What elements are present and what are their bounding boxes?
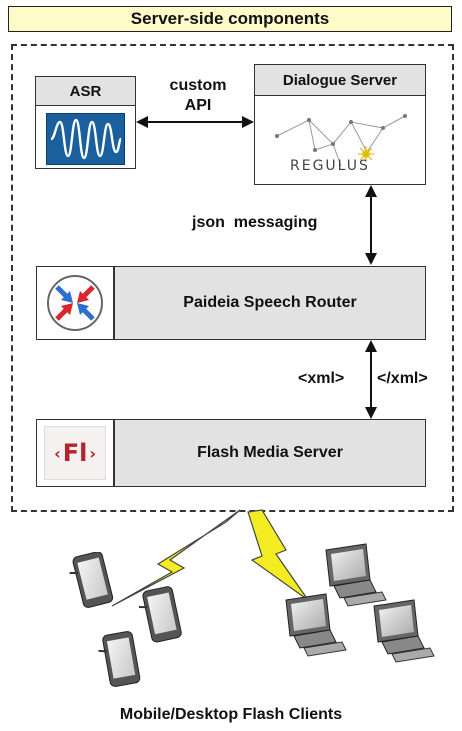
star-icon [358, 146, 374, 162]
xml-close-label: </xml> [377, 370, 428, 387]
tablet-icon-2 [139, 586, 182, 643]
paideia-speech-router: Paideia Speech Router [114, 266, 426, 340]
regulus-logo-text: REGULUS [290, 158, 370, 174]
flash-logo-icon: ‹ Fl › [44, 426, 106, 480]
desktop-computers [285, 543, 435, 663]
constellation-icon [275, 114, 407, 167]
api-label-line2: API [184, 97, 212, 114]
desktop-icon-2 [285, 593, 347, 657]
clients-caption: Mobile/Desktop Flash Clients [119, 706, 343, 723]
flash-logo-text: Fl [62, 439, 88, 467]
flash-logo-left-chevron: ‹ [54, 443, 61, 463]
flash-label: Flash Media Server [197, 444, 343, 461]
desktop-icon-3 [373, 599, 435, 663]
server-boundary [11, 44, 454, 512]
router-arrows [55, 285, 95, 321]
tablet-icon-3 [98, 631, 141, 687]
lightning-left-icon [111, 509, 241, 607]
router-label: Paideia Speech Router [183, 294, 357, 311]
asr-dialogue-arrow [136, 116, 254, 128]
mobile-devices [69, 552, 182, 687]
asr-component: ASR [35, 76, 136, 169]
desktop-icon-1 [325, 543, 387, 607]
asr-header: ASR [36, 77, 135, 106]
title-text: Server-side components [130, 9, 330, 28]
dialogue-router-arrow [365, 185, 377, 265]
api-label: custom API [148, 76, 248, 116]
asr-label: ASR [69, 82, 102, 100]
waveform-icon [46, 113, 125, 165]
flash-icon-box: ‹ Fl › [36, 419, 114, 487]
router-icon [47, 275, 103, 331]
regulus-logo: REGULUS [255, 96, 425, 185]
flash-media-server: Flash Media Server [114, 419, 426, 487]
xml-open-label: <xml> [298, 370, 345, 387]
dialogue-server-label: Dialogue Server [282, 71, 398, 89]
dialogue-server-header: Dialogue Server [255, 65, 425, 96]
router-icon-box [36, 266, 114, 340]
api-label-line1: custom [169, 77, 227, 94]
flash-logo-right-chevron: › [89, 443, 96, 463]
tablet-icon-1 [69, 552, 114, 608]
dialogue-server-component: Dialogue Server REGULUS [254, 64, 426, 185]
title-banner: Server-side components [8, 6, 452, 32]
lightning-right-icon [247, 509, 309, 601]
json-messaging-label: json messaging [192, 214, 318, 231]
router-flash-arrow [365, 340, 377, 419]
